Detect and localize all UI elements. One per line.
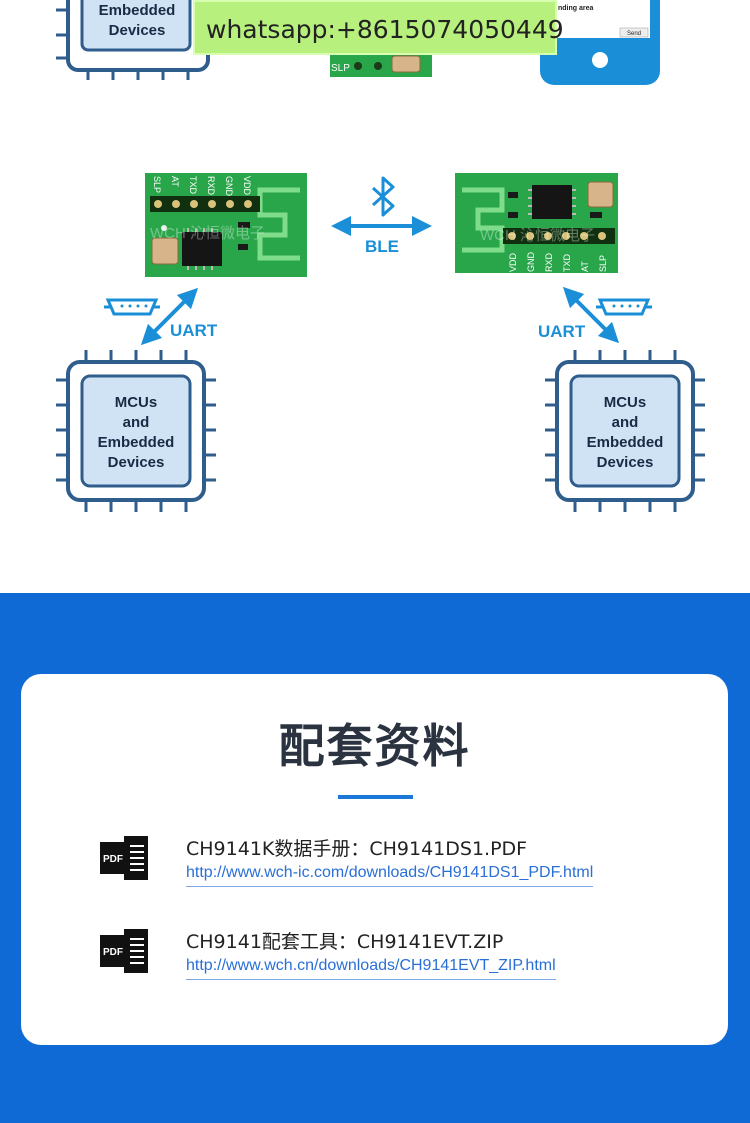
left-mcu-chip: MCUs and Embedded Devices bbox=[56, 350, 216, 512]
top-module-pin-label: SLP bbox=[331, 63, 350, 74]
left-mcu-line-4: Devices bbox=[108, 454, 165, 471]
left-pin-label: SLP bbox=[152, 176, 162, 193]
pdf-file-icon: PDF bbox=[100, 929, 148, 973]
left-uart-link: UART bbox=[104, 287, 218, 346]
right-mcu-chip: MCUs and Embedded Devices bbox=[545, 350, 705, 512]
right-pin-label: TXD bbox=[562, 253, 572, 272]
phone-sending-area-text: nding area bbox=[558, 5, 594, 12]
resource-link[interactable]: http://www.wch.cn/downloads/CH9141EVT_ZI… bbox=[186, 957, 556, 980]
right-uart-link: UART bbox=[538, 286, 652, 344]
resources-card: 配套资料 PDF CH9141K数据手册：CH9141DS1.PDF http:… bbox=[21, 674, 728, 1045]
right-pin-label: GND bbox=[526, 252, 536, 273]
left-pin-label: VDD bbox=[242, 176, 252, 196]
resource-name: CH9141配套工具：CH9141EVT.ZIP bbox=[186, 931, 504, 953]
ble-link: BLE bbox=[331, 176, 432, 256]
right-mcu-line-2: and bbox=[612, 414, 639, 431]
ble-label: BLE bbox=[365, 237, 399, 256]
left-pin-label: RXD bbox=[206, 176, 216, 196]
title-underline bbox=[338, 795, 413, 799]
left-mcu-line-3: Embedded bbox=[98, 434, 175, 451]
resource-name: CH9141K数据手册：CH9141DS1.PDF bbox=[186, 838, 528, 860]
top-chip-label-1: Embedded bbox=[99, 2, 176, 19]
pdf-icon-text: PDF bbox=[103, 947, 123, 958]
right-pin-label: SLP bbox=[598, 255, 608, 272]
top-chip-label-2: Devices bbox=[109, 22, 166, 39]
right-pin-label: VDD bbox=[508, 252, 518, 272]
resource-link[interactable]: http://www.wch-ic.com/downloads/CH9141DS… bbox=[186, 864, 594, 887]
resources-section: 配套资料 PDF CH9141K数据手册：CH9141DS1.PDF http:… bbox=[0, 593, 750, 1123]
top-phone-cutoff: nding area Send bbox=[540, 0, 660, 85]
diagram-area: Embedded Devices SLP nding area Send bbox=[56, 0, 705, 512]
pdf-icon-text: PDF bbox=[103, 854, 123, 865]
phone-send-button: Send bbox=[627, 31, 641, 37]
right-ble-module: VDD GND RXD TXD AT SLP WCH 沁恒微电子 bbox=[455, 173, 618, 273]
resource-item-datasheet: PDF CH9141K数据手册：CH9141DS1.PDF http://www… bbox=[100, 834, 660, 894]
right-uart-label: UART bbox=[538, 322, 586, 341]
right-mcu-line-3: Embedded bbox=[587, 434, 664, 451]
resources-title: 配套资料 bbox=[278, 719, 471, 773]
right-mcu-line-1: MCUs bbox=[604, 394, 647, 411]
top-chip-cutoff: Embedded Devices bbox=[56, 0, 210, 80]
left-pin-label: TXD bbox=[188, 176, 198, 195]
left-ble-module: SLP AT TXD RXD GND VDD bbox=[145, 173, 307, 277]
left-pin-label: GND bbox=[224, 176, 234, 197]
left-mcu-line-1: MCUs bbox=[115, 394, 158, 411]
serial-port-icon-left bbox=[104, 298, 160, 316]
right-module-brand-watermark: WCH 沁恒微电子 bbox=[480, 227, 595, 244]
left-mcu-line-2: and bbox=[123, 414, 150, 431]
right-mcu-line-4: Devices bbox=[597, 454, 654, 471]
pdf-file-icon: PDF bbox=[100, 836, 148, 880]
left-module-brand-watermark: WCH 沁恒微电子 bbox=[150, 225, 265, 242]
right-pin-label: RXD bbox=[544, 252, 554, 272]
ble-connection-diagram: Embedded Devices SLP nding area Send bbox=[56, 0, 705, 512]
resource-item-tools: PDF CH9141配套工具：CH9141EVT.ZIP http://www.… bbox=[100, 927, 660, 987]
serial-port-icon-right bbox=[596, 298, 652, 316]
left-pin-label: AT bbox=[170, 176, 180, 187]
right-pin-label: AT bbox=[580, 261, 590, 272]
left-uart-label: UART bbox=[170, 321, 218, 340]
bluetooth-icon bbox=[371, 176, 395, 217]
whatsapp-watermark: whatsapp:+8615074050449 bbox=[193, 0, 564, 55]
